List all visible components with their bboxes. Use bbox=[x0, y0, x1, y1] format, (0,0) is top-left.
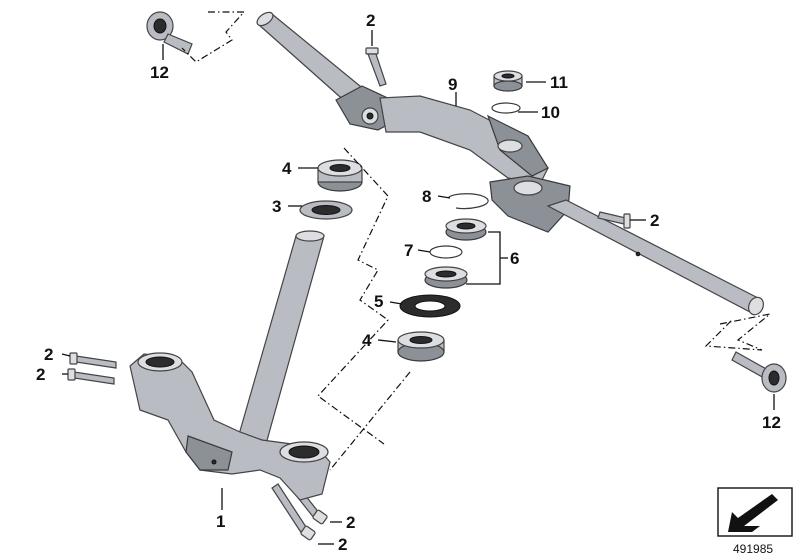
callout-3: 3 bbox=[272, 197, 281, 216]
arrow-icon bbox=[728, 494, 778, 532]
callout-7: 7 bbox=[404, 241, 413, 260]
dust-seal-5 bbox=[399, 294, 461, 318]
callout-2-bottom-upper: 2 bbox=[346, 513, 355, 532]
callout-12-left: 12 bbox=[150, 63, 169, 82]
bar-end-weight-left bbox=[146, 11, 193, 55]
lower-triple-clamp bbox=[129, 230, 331, 501]
callout-2-right: 2 bbox=[650, 211, 659, 230]
bolt-right bbox=[597, 211, 631, 229]
callout-labels: 12 2 9 11 10 4 3 8 2 7 6 5 4 2 2 1 2 2 1… bbox=[36, 11, 781, 554]
callout-9: 9 bbox=[448, 75, 457, 94]
callout-1: 1 bbox=[216, 512, 225, 531]
callout-11: 11 bbox=[550, 73, 568, 92]
leader-lines bbox=[61, 30, 775, 545]
callout-2-left-upper: 2 bbox=[44, 345, 53, 364]
bearing-6-upper bbox=[445, 218, 487, 241]
callout-2-bottom-lower: 2 bbox=[338, 535, 347, 554]
bar-end-weight-right bbox=[731, 351, 787, 393]
bearing-6-lower bbox=[424, 266, 468, 289]
handlebar-assembly bbox=[256, 11, 764, 316]
callout-4-lower: 4 bbox=[362, 331, 372, 350]
assembly-lines bbox=[181, 11, 771, 471]
callout-4-upper: 4 bbox=[282, 159, 292, 178]
bearing-lower-4 bbox=[397, 331, 445, 362]
callout-10: 10 bbox=[541, 103, 560, 122]
bearing-upper-4 bbox=[317, 159, 363, 192]
callout-2-left-lower: 2 bbox=[36, 365, 45, 384]
circlip-8 bbox=[447, 193, 489, 210]
washer-10 bbox=[491, 102, 521, 114]
bolt-top bbox=[365, 47, 387, 87]
callout-12-right: 12 bbox=[762, 413, 781, 432]
callout-5: 5 bbox=[374, 292, 383, 311]
ring-7 bbox=[429, 245, 463, 259]
seal-3 bbox=[299, 200, 353, 220]
nut-11 bbox=[493, 70, 523, 92]
reference-number: 491985 bbox=[733, 542, 773, 556]
callout-8: 8 bbox=[422, 187, 431, 206]
bolts-lower-left bbox=[67, 352, 117, 385]
callout-6: 6 bbox=[510, 249, 519, 268]
reference-icon-box: 491985 bbox=[717, 487, 793, 556]
callout-2-top: 2 bbox=[366, 11, 375, 30]
